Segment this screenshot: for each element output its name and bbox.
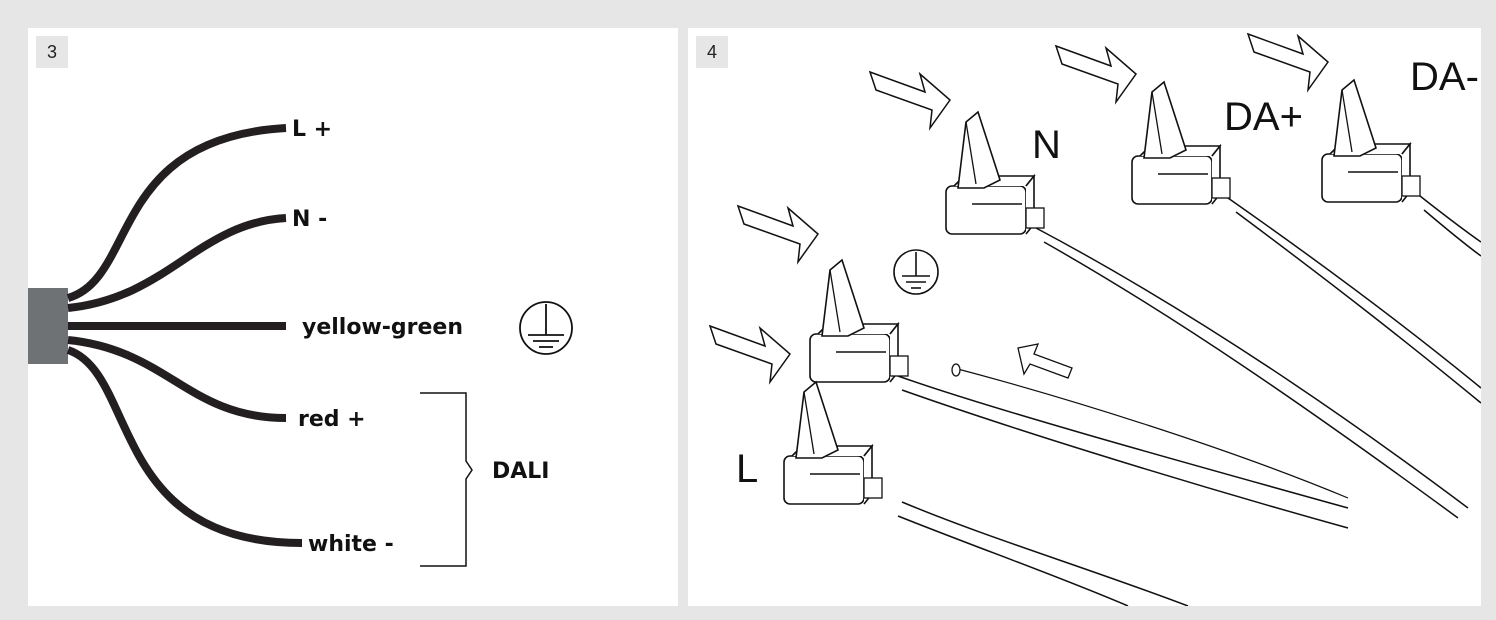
step-number-badge: 3: [36, 36, 68, 68]
wire-label-l: L +: [292, 117, 332, 142]
connector-diagram: N DA+ DA- L: [709, 33, 1481, 606]
wire-label-white: white -: [308, 532, 394, 557]
dali-bracket: [420, 392, 473, 567]
wire-label-red: red +: [298, 407, 366, 432]
connector-da-plus: [1131, 81, 1231, 205]
push-arrow-icon: [869, 71, 951, 129]
insert-arrow-icon: [1017, 343, 1073, 379]
cable-sheath: [28, 288, 68, 364]
dali-label: DALI: [492, 459, 550, 484]
terminal-label-l: L: [736, 447, 758, 491]
step-3-panel: 3 L + N - yellow-green red + white - DAL…: [28, 28, 678, 606]
wire-l: [66, 124, 287, 302]
wire-label-yellow-green: yellow-green: [302, 315, 463, 340]
terminal-label-da-plus: DA+: [1224, 95, 1303, 139]
connector-l: [783, 381, 883, 505]
step-4-panel: 4: [688, 28, 1481, 606]
protective-earth-icon: [893, 249, 939, 295]
wire-white: [66, 346, 303, 547]
push-arrow-icon: [1247, 33, 1329, 91]
terminal-label-da-minus: DA-: [1410, 55, 1479, 99]
wire-red: [67, 336, 287, 422]
wire-n: [67, 214, 287, 312]
step-number-badge: 4: [696, 36, 728, 68]
wires: [897, 195, 1481, 606]
connector-n: [945, 111, 1045, 235]
wire-end: [951, 363, 961, 377]
terminal-label-n: N: [1032, 123, 1061, 167]
protective-earth-icon: [519, 301, 573, 355]
push-arrow-icon: [737, 205, 819, 263]
push-arrow-icon: [1055, 45, 1137, 103]
connector-earth: [809, 259, 909, 383]
connector-da-minus: [1321, 79, 1421, 203]
wiring-diagram: L + N - yellow-green red + white - DALI: [28, 117, 573, 567]
wire-label-n: N -: [292, 207, 327, 232]
push-arrow-icon: [709, 325, 791, 383]
